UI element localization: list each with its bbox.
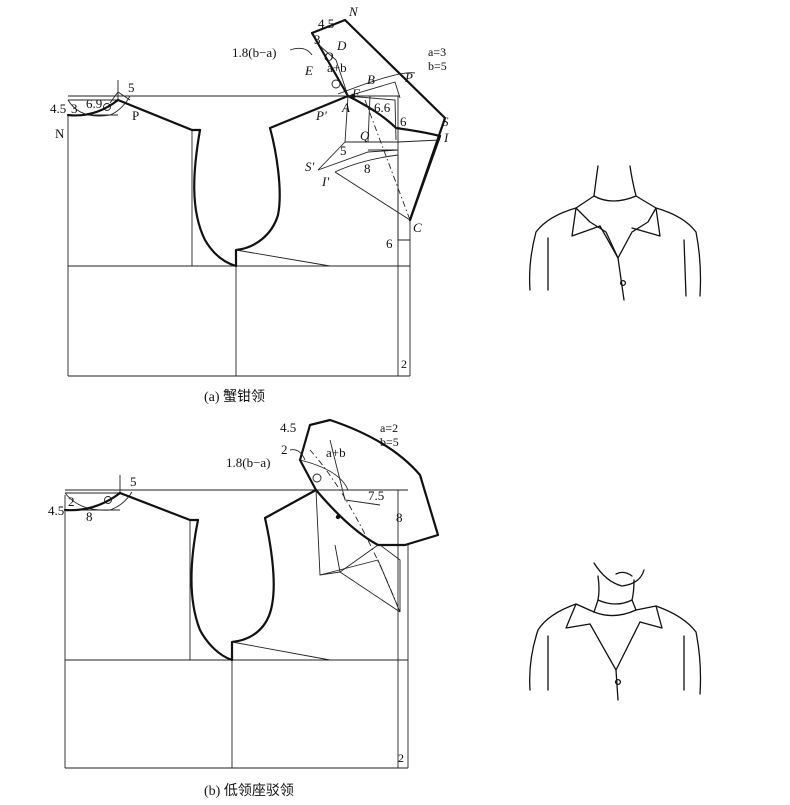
label-A-a: A bbox=[341, 100, 350, 115]
m2-b: 2 bbox=[398, 751, 404, 765]
label-P-right-a: P bbox=[404, 70, 413, 85]
m3-back-a: 3 bbox=[71, 101, 78, 116]
caption-a: (a) 蟹钳领 bbox=[204, 389, 265, 405]
figure-a: 4.5 N 3 D O 1.8(b−a) E a+b B F A 6.6 P a… bbox=[50, 4, 449, 405]
labels-a: 4.5 N 3 D O 1.8(b−a) E a+b B F A 6.6 P a… bbox=[50, 4, 449, 371]
param-b-a: b=5 bbox=[428, 59, 447, 73]
m8-mid-a: 8 bbox=[364, 161, 371, 176]
m45-back-a: 4.5 bbox=[50, 101, 66, 116]
m45-top-a: 4.5 bbox=[318, 16, 334, 31]
m5-mid-a: 5 bbox=[340, 143, 347, 158]
collar-construction-b bbox=[289, 418, 440, 613]
front-armhole-b bbox=[230, 488, 318, 662]
m5-back-a: 5 bbox=[128, 80, 135, 95]
label-E-a: E bbox=[304, 63, 313, 78]
m66-a: 6.6 bbox=[374, 100, 391, 115]
m2-top-b: 2 bbox=[281, 442, 288, 457]
label-C-a: C bbox=[413, 220, 422, 235]
ab-b: a+b bbox=[326, 445, 346, 460]
label-B-a: B bbox=[367, 72, 375, 87]
jacket-sketch-a bbox=[528, 165, 702, 301]
label-Pprime-a: P' bbox=[315, 108, 327, 123]
back-armhole-b bbox=[190, 518, 234, 662]
m6-collar-a: 6 bbox=[400, 114, 407, 129]
param-a-a: a=3 bbox=[428, 45, 446, 59]
label-O-a: O bbox=[324, 49, 334, 64]
collar-construction-a bbox=[289, 18, 447, 241]
label-S-a: S bbox=[442, 114, 449, 129]
m69-a: 6.9 bbox=[86, 96, 102, 111]
pattern-frame-a bbox=[67, 95, 411, 377]
m45-top-b: 4.5 bbox=[280, 420, 296, 435]
label-F-a: F bbox=[351, 86, 361, 101]
label-Q-a: Q bbox=[360, 128, 370, 143]
m2-back-b: 2 bbox=[68, 494, 75, 509]
m18-a: 1.8(b−a) bbox=[232, 45, 277, 60]
caption-b: (b) 低领座驳领 bbox=[204, 783, 294, 799]
param-a-b: a=2 bbox=[380, 421, 398, 435]
jacket-sketch-b bbox=[529, 562, 702, 701]
labels-b: 4.5 2 1.8(b−a) a+b a=2 b=5 7.5 8 2 5 4.5… bbox=[48, 420, 404, 765]
m6-side-a: 6 bbox=[386, 236, 393, 251]
label-I-a: I bbox=[443, 130, 449, 145]
label-D-a: D bbox=[336, 38, 347, 53]
m8-collar-b: 8 bbox=[396, 510, 403, 525]
m5-back-b: 5 bbox=[130, 474, 137, 489]
label-P-left-a: P bbox=[132, 108, 139, 123]
back-armhole-a bbox=[193, 128, 238, 268]
m18-b: 1.8(b−a) bbox=[226, 455, 271, 470]
back-neck-a bbox=[66, 80, 202, 132]
back-neck-b bbox=[63, 475, 200, 522]
label-N-left-a: N bbox=[55, 126, 65, 141]
m8-back-b: 8 bbox=[86, 509, 93, 524]
pattern-frame-b bbox=[64, 489, 409, 769]
ab-a: a+b bbox=[327, 60, 347, 75]
label-N-top-a: N bbox=[348, 4, 359, 19]
label-Iprime-a: I' bbox=[321, 174, 329, 189]
m75-b: 7.5 bbox=[368, 488, 384, 503]
m2-a: 2 bbox=[401, 357, 407, 371]
m3-top-a: 3 bbox=[314, 32, 321, 47]
label-Sprime-a: S' bbox=[305, 159, 315, 174]
m45-back-b: 4.5 bbox=[48, 503, 64, 518]
front-armhole-a bbox=[234, 94, 350, 268]
figure-b: 4.5 2 1.8(b−a) a+b a=2 b=5 7.5 8 2 5 4.5… bbox=[48, 418, 440, 799]
param-b-b: b=5 bbox=[380, 435, 399, 449]
